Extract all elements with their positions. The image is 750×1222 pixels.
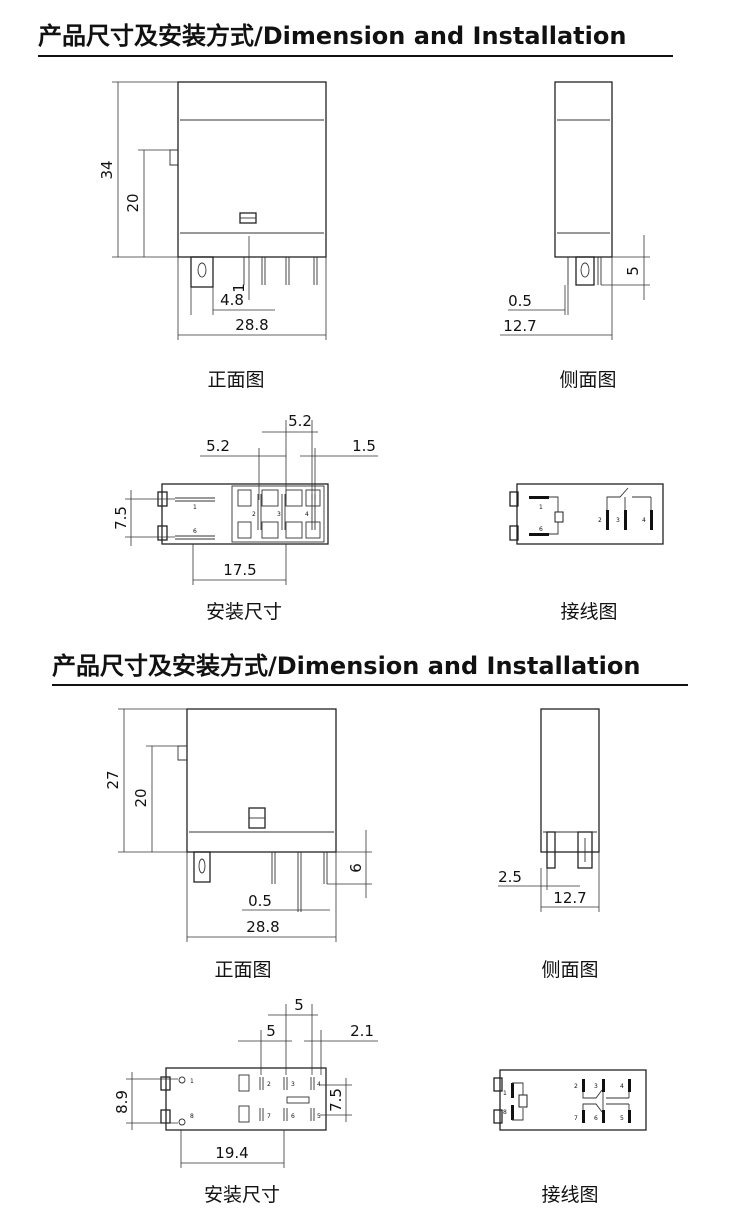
side-1-pin-length-label: 5 xyxy=(624,266,642,276)
caption-front-2: 正面图 xyxy=(214,959,272,981)
caption-side-1: 侧面图 xyxy=(559,369,617,391)
front-2-upper-height-label: 20 xyxy=(132,788,150,807)
section-2-title: 产品尺寸及安装方式/Dimension and Installation xyxy=(52,652,641,680)
side-2-depth-label: 12.7 xyxy=(553,889,586,907)
svg-text:4: 4 xyxy=(305,511,309,518)
mount-2-right-row-pitch-label: 7.5 xyxy=(327,1088,345,1112)
mount-2-span-label: 19.4 xyxy=(215,1144,248,1162)
caption-mount-1: 安装尺寸 xyxy=(205,601,283,623)
svg-text:5: 5 xyxy=(317,1113,321,1120)
mount-2-top-pitch-label: 5 xyxy=(294,996,304,1014)
mount-1-row-pitch-label: 7.5 xyxy=(112,506,130,530)
mount-2-left-row-pitch-label: 8.9 xyxy=(113,1090,131,1114)
front-1-upper-height-label: 20 xyxy=(124,193,142,212)
svg-text:4: 4 xyxy=(317,1081,321,1088)
svg-text:3: 3 xyxy=(291,1081,295,1088)
side-2-pin-offset-label: 2.5 xyxy=(498,868,522,886)
svg-text:3: 3 xyxy=(277,511,281,518)
front-2-pin-length-label: 6 xyxy=(347,863,365,873)
svg-text:7: 7 xyxy=(574,1115,578,1122)
svg-text:7: 7 xyxy=(267,1113,271,1120)
svg-text:6: 6 xyxy=(594,1115,598,1122)
svg-text:8: 8 xyxy=(190,1113,194,1120)
svg-text:3: 3 xyxy=(594,1083,598,1090)
mount-1-span-label: 17.5 xyxy=(223,561,256,579)
svg-text:6: 6 xyxy=(539,526,543,533)
front-1-pitch-label: 4.8 xyxy=(220,291,244,309)
mount-1-left-pitch-label: 5.2 xyxy=(206,437,230,455)
caption-wiring-1: 接线图 xyxy=(560,601,618,623)
front-1-pin-offset-label: 1 xyxy=(230,283,248,293)
svg-text:2: 2 xyxy=(267,1081,271,1088)
front-1-height-label: 34 xyxy=(98,160,116,179)
caption-side-2: 侧面图 xyxy=(541,959,599,981)
front-2-pin-thickness-label: 0.5 xyxy=(248,892,272,910)
svg-text:6: 6 xyxy=(291,1113,295,1120)
svg-text:2: 2 xyxy=(252,511,256,518)
side-1-pin-thickness-label: 0.5 xyxy=(508,292,532,310)
side-view-2: 2.5 12.7 xyxy=(498,708,600,912)
front-2-width-label: 28.8 xyxy=(246,918,279,936)
mount-2-left-pitch-label: 5 xyxy=(266,1022,276,1040)
svg-text:1: 1 xyxy=(190,1078,194,1085)
svg-text:2: 2 xyxy=(598,517,602,524)
mount-1-top-pitch-label: 5.2 xyxy=(288,412,312,430)
svg-text:8: 8 xyxy=(503,1109,507,1116)
caption-wiring-2: 接线图 xyxy=(541,1184,599,1206)
svg-text:5: 5 xyxy=(620,1115,624,1122)
section-1-title: 产品尺寸及安装方式/Dimension and Installation xyxy=(38,22,627,50)
mount-1-right-gap-label: 1.5 xyxy=(352,437,376,455)
side-1-depth-label: 12.7 xyxy=(503,317,536,335)
svg-text:1: 1 xyxy=(503,1090,507,1097)
svg-text:3: 3 xyxy=(616,517,620,524)
caption-front-1: 正面图 xyxy=(207,369,265,391)
svg-text:2: 2 xyxy=(574,1083,578,1090)
svg-text:1: 1 xyxy=(539,504,543,511)
front-1-width-label: 28.8 xyxy=(235,316,268,334)
caption-mount-2: 安装尺寸 xyxy=(203,1184,281,1206)
section-2-rule xyxy=(52,684,688,686)
front-view-1: 34 20 1 4.8 28.8 xyxy=(98,81,327,340)
wiring-view-1: 1 6 2 3 4 xyxy=(509,483,664,545)
section-1-rule xyxy=(38,55,673,57)
mount-2-right-gap-label: 2.1 xyxy=(350,1022,374,1040)
svg-text:4: 4 xyxy=(642,517,646,524)
side-view-1: 5 0.5 12.7 xyxy=(500,81,650,340)
mount-view-1: 1 6 2 3 4 5.2 5.2 1.5 7.5 17.5 xyxy=(112,412,378,585)
svg-text:6: 6 xyxy=(193,528,197,535)
svg-text:1: 1 xyxy=(193,504,197,511)
svg-text:4: 4 xyxy=(620,1083,624,1090)
front-view-2: 27 20 6 0.5 28.8 xyxy=(104,708,372,942)
front-2-height-label: 27 xyxy=(104,770,122,789)
